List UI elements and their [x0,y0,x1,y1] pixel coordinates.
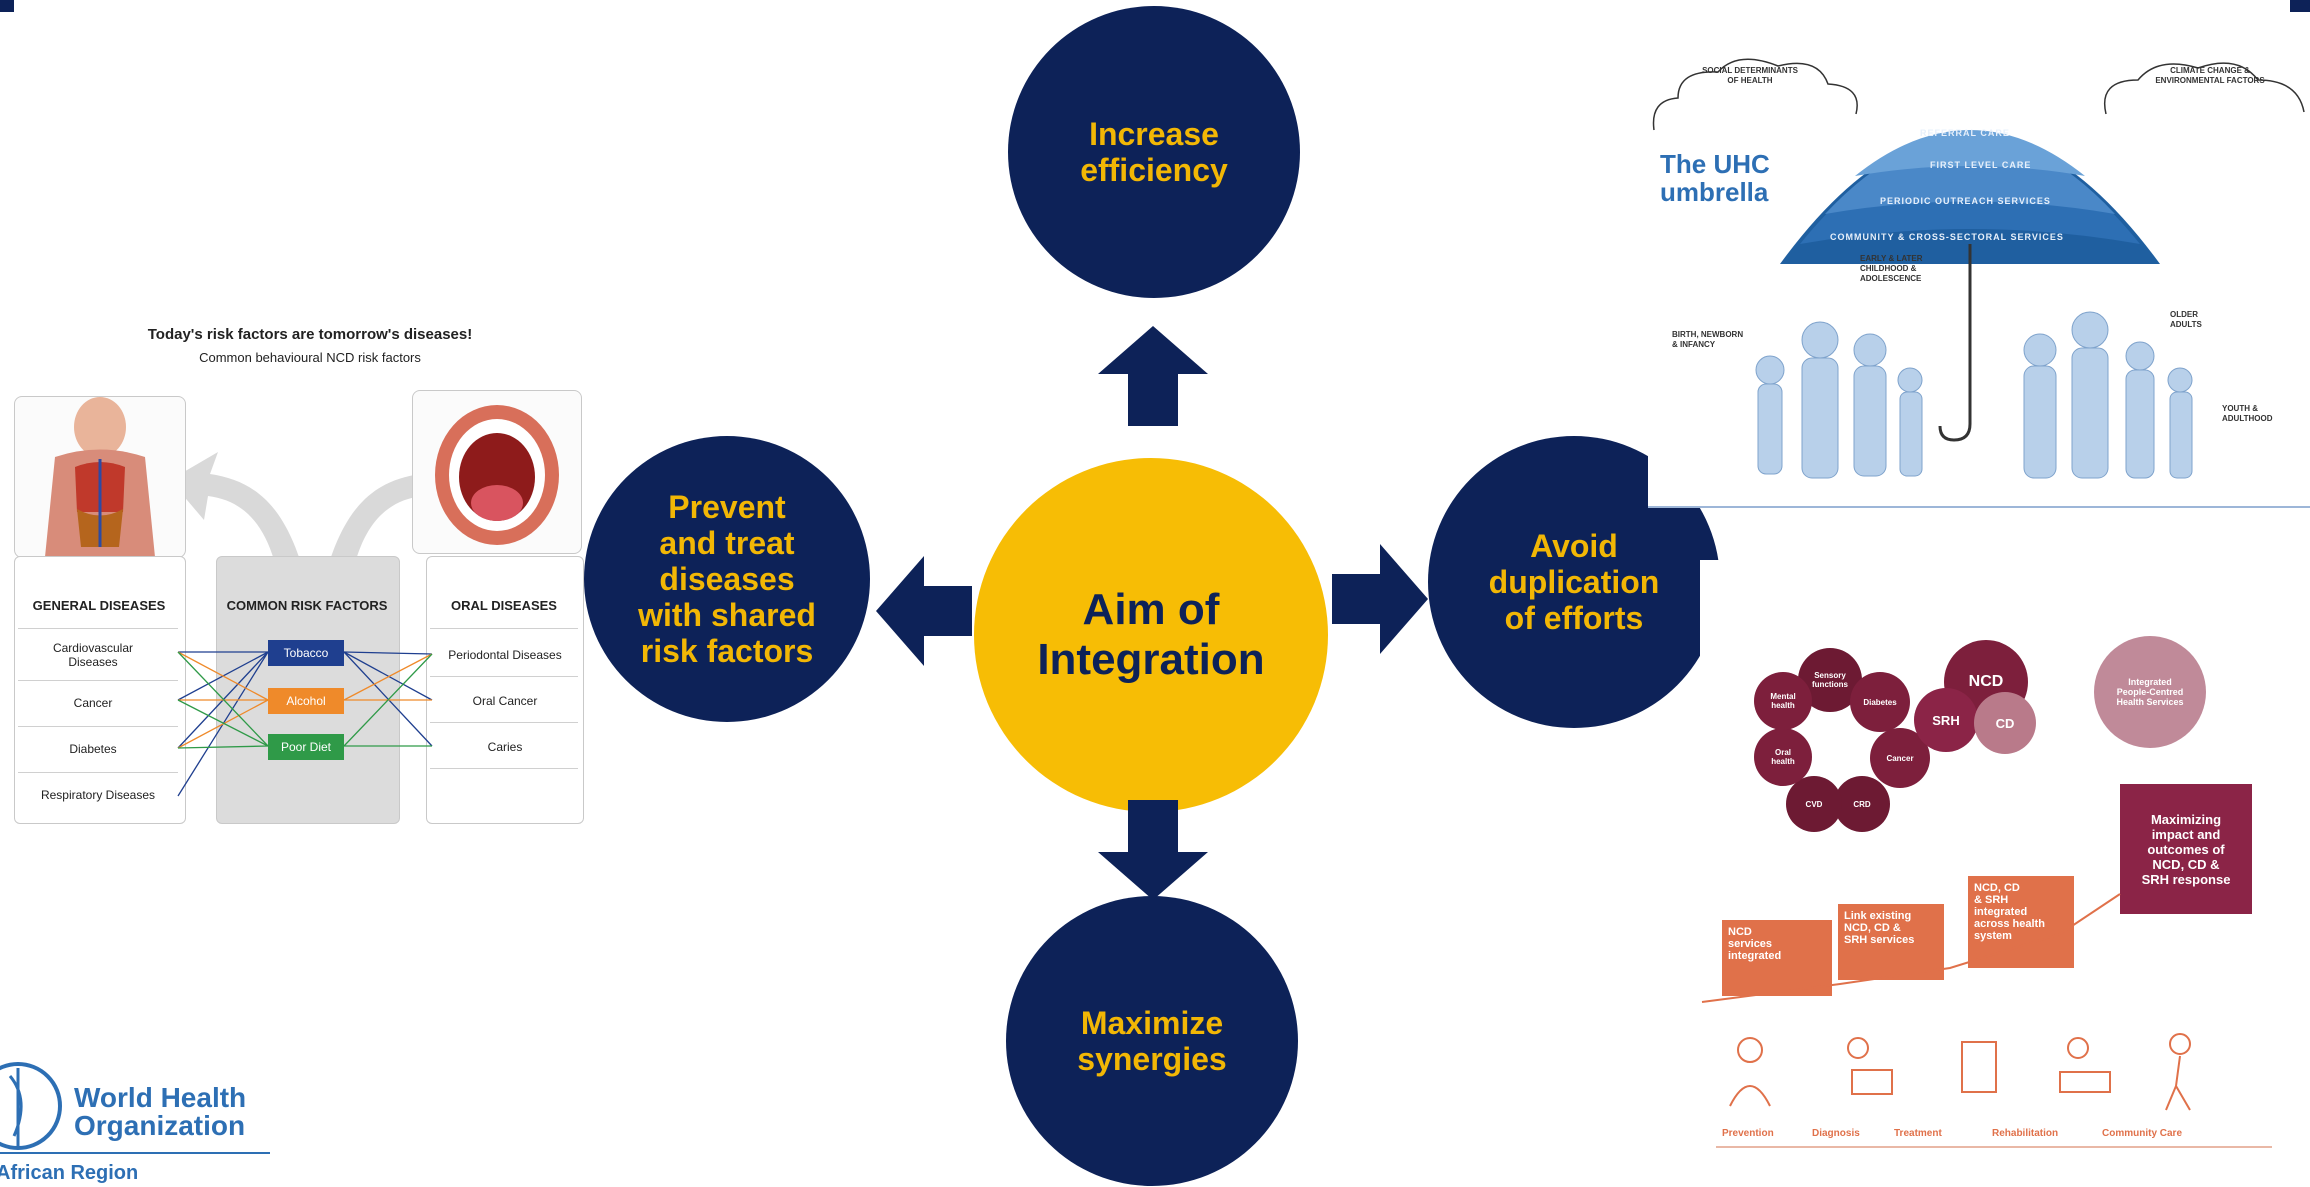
progress-arrow-line [1701,893,2121,1003]
oral-periodontal: Periodontal Diseases [448,648,562,662]
uhc-cloud-right-label: CLIMATE CHANGE & ENVIRONMENTAL FACTORS [2155,66,2265,85]
goal-prevent-treat-diseases: Prevent and treat diseases with shared r… [584,436,870,722]
care-treatment: Treatment [1894,1128,1942,1139]
risk-tobacco: Tobacco [268,640,344,666]
who-region-label: African Region [0,1162,139,1184]
circle-crd: CRD [1834,776,1890,832]
circle-srh: SRH [1914,688,1978,752]
anatomy-illustration [14,396,186,558]
care-prevention: Prevention [1722,1128,1774,1139]
circle-cd: CD [1974,692,2036,754]
arrow-right-icon [1332,544,1428,654]
arrow-down-icon [1098,800,1208,900]
aim-of-integration-hub: Aim of Integration [974,458,1328,812]
risk-poor-diet: Poor Diet [268,734,344,760]
uhc-band-community: COMMUNITY & CROSS-SECTORAL SERVICES [1830,232,2064,242]
uhc-title: The UHC umbrella [1660,149,1770,207]
disease-respiratory: Respiratory Diseases [40,788,156,802]
step-ncd-integrated: NCD services integrated [1722,920,1832,996]
people-silhouettes-graphic [1755,311,2193,479]
circle-oral-health: Oral health [1754,728,1812,786]
risk-connector-lines [177,651,433,797]
oral-caries: Caries [487,740,523,754]
top-heading-strip [0,0,2310,12]
risk-alcohol: Alcohol [268,688,344,714]
uhc-group-youth: YOUTH & ADULTHOOD [2222,404,2273,423]
oral-diseases-column [426,556,584,824]
step-link-services: Link existing NCD, CD & SRH services [1838,904,1944,980]
mouth-illustration [412,390,582,554]
risk-panel-title: Today's risk factors are tomorrow's dise… [147,326,473,343]
circle-diabetes: Diabetes [1850,672,1910,732]
step-integrated-system: NCD, CD & SRH integrated across health s… [1968,876,2074,968]
oral-cancer: Oral Cancer [472,694,538,708]
goal-increase-efficiency: Increase efficiency [1008,6,1300,298]
care-rehabilitation: Rehabilitation [1992,1128,2059,1139]
uhc-cloud-left-label: SOCIAL DETERMINANTS OF HEALTH [1702,66,1798,85]
circle-cvd: CVD [1786,776,1842,832]
uhc-group-birth: BIRTH, NEWBORN & INFANCY [1672,330,1744,349]
outcome-box: Maximizing impact and outcomes of NCD, C… [2120,784,2252,914]
who-logo-text: World Health Organization [74,1082,247,1141]
uhc-group-childhood: EARLY & LATER CHILDHOOD & ADOLESCENCE [1860,254,1923,283]
general-diseases-header: GENERAL DISEASES [32,598,166,613]
risk-panel-subtitle: Common behavioural NCD risk factors [199,350,421,365]
disease-cardiovascular: Cardiovascular Diseases [52,641,134,669]
uhc-band-outreach: PERIODIC OUTREACH SERVICES [1880,196,2051,206]
care-pathway-icons [1729,1033,2191,1111]
who-emblem-icon [0,1062,62,1150]
care-diagnosis: Diagnosis [1812,1128,1860,1139]
who-logo-divider [0,1152,270,1154]
umbrella-icon [1780,130,2160,442]
uhc-band-first-level: FIRST LEVEL CARE [1930,160,2032,170]
arrow-left-icon [876,556,972,666]
general-diseases-column [14,556,186,824]
care-pathway-line [1716,1146,2272,1148]
arrow-up-icon [1098,326,1208,426]
circle-mental-health: Mental health [1754,672,1812,730]
disease-diabetes: Diabetes [69,742,117,756]
uhc-group-older: OLDER ADULTS [2170,310,2202,329]
circle-people-centred: Integrated People-Centred Health Service… [2094,636,2206,748]
uhc-band-referral: REFERRAL CARE [1920,128,2010,138]
disease-cancer: Cancer [73,696,113,710]
goal-maximize-synergies: Maximize synergies [1006,896,1298,1186]
risk-factors-header: COMMON RISK FACTORS [226,598,388,613]
uhc-clouds-graphic [1652,58,2305,131]
oral-diseases-header: ORAL DISEASES [451,598,557,613]
care-community: Community Care [2102,1128,2183,1139]
